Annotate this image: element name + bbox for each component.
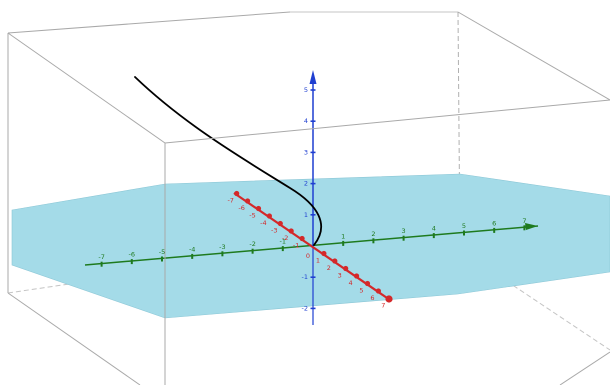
y-axis-tick-label: 3 — [402, 227, 406, 235]
y-axis-tick-label: 2 — [371, 230, 375, 238]
box-edge — [457, 11, 610, 101]
x-axis-tick-label: 5 — [359, 287, 363, 295]
x-axis-tick-label: -5 — [249, 212, 255, 220]
x-axis-tick — [332, 258, 338, 264]
x-axis-tick — [277, 220, 283, 227]
x-axis-tick — [245, 198, 251, 204]
clipping-box-front — [7, 32, 610, 385]
z-axis-tick-label: -2 — [302, 304, 308, 312]
x-axis-tick — [234, 190, 240, 197]
x-axis-tick — [375, 288, 381, 294]
box-edge — [164, 99, 610, 144]
z-axis-tick-label: 5 — [304, 86, 308, 94]
x-axis-tick — [288, 228, 294, 234]
y-axis-tick-label: -7 — [98, 253, 104, 261]
x-axis-tick-label: 2 — [327, 264, 331, 272]
x-axis-tick — [364, 280, 371, 287]
z-axis-arrowhead — [309, 70, 317, 84]
box-edge — [559, 351, 610, 385]
y-axis-tick-label: -4 — [189, 245, 195, 253]
box-edge — [7, 11, 291, 34]
box-edge — [7, 292, 141, 385]
y-axis-tick-label: -6 — [129, 251, 135, 259]
x-axis-tick-label: 3 — [338, 272, 342, 280]
z-axis-tick-label: 2 — [304, 180, 308, 188]
y-axis-tick-label: -5 — [159, 248, 165, 256]
clipping-box-back — [7, 11, 610, 351]
x-axis-tick — [321, 250, 327, 257]
parametric-curve[interactable] — [134, 76, 323, 246]
x-axis-tick — [299, 235, 305, 242]
box-edge-hidden — [459, 249, 610, 351]
box-edge — [7, 32, 166, 144]
y-axis-tick-label: 6 — [492, 219, 496, 227]
x-axis-tick-label: -2 — [282, 234, 288, 242]
z-axis-tick-label: 4 — [304, 117, 308, 125]
x-axis-tick — [343, 265, 349, 272]
z-axis-tick-label: 3 — [304, 148, 308, 156]
origin-label: 0 — [306, 252, 310, 260]
x-axis-tick — [266, 213, 272, 219]
x-axis-tick-label: -4 — [260, 219, 266, 227]
x-axis-tick-label: -1 — [293, 242, 299, 250]
y-axis-arrowhead — [525, 223, 538, 230]
z-axis-tick-label: 1 — [304, 211, 308, 219]
y-axis-tick-label: 4 — [432, 225, 436, 233]
y-axis-tick-label: -3 — [219, 243, 225, 251]
y-axis-tick-label: -1 — [280, 238, 286, 246]
x-axis-line — [233, 192, 391, 301]
z-axis-tick-label: -1 — [302, 273, 308, 281]
y-axis-tick-label: 5 — [462, 222, 466, 230]
y-axis-tick-label: 7 — [522, 217, 526, 225]
x-axis-tick-label: -6 — [238, 204, 244, 212]
x-axis-tick-label: 4 — [349, 279, 353, 287]
y-axis-tick-label: 1 — [341, 232, 345, 240]
x-axis-tick-label: -7 — [227, 197, 233, 205]
y-axis-tick-label: -2 — [249, 240, 255, 248]
z-axis — [309, 70, 317, 246]
x-axis-tick-label: 6 — [370, 294, 374, 302]
x-axis-tick-label: 7 — [381, 302, 385, 310]
x-axis-tick — [386, 295, 392, 302]
x-axis-tick-label: 1 — [316, 257, 320, 265]
x-axis-tick — [255, 205, 262, 212]
x-axis-tick-label: -3 — [271, 227, 277, 235]
x-axis-tick — [354, 273, 360, 279]
